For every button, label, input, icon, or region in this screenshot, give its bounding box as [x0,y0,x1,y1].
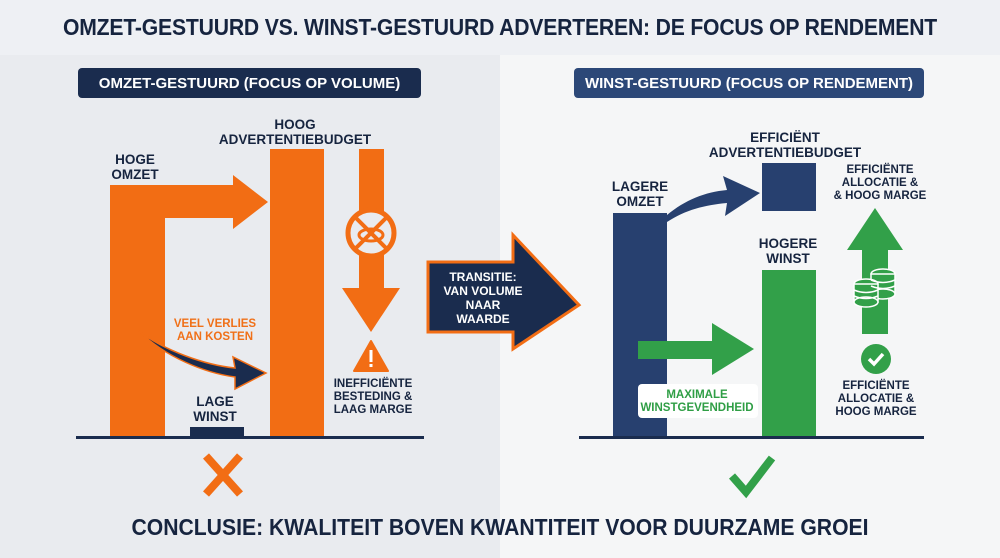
revenue-to-budget-curved-arrow-icon [667,176,760,222]
cross-icon [203,453,243,497]
warning-icon [353,340,389,372]
low-profit-bar [190,427,244,437]
left-panel-header: OMZET-GESTUURD (FOCUS OP VOLUME) [78,68,421,98]
check-icon [728,455,776,499]
max-profit-badge [638,384,758,418]
right-panel-header: WINST-GESTUURD (FOCUS OP RENDEMENT) [574,68,924,98]
conclusion-text: CONCLUSIE: KWALITEIT BOVEN KWANTITEIT VO… [131,514,869,540]
down-arrow-icon [342,288,400,332]
max-profitability-label: MAXIMALE WINSTGEVENDHEID [640,389,754,414]
high-revenue-bar [110,185,165,437]
efficient-allocation-top-label: EFFICIËNTE ALLOCATIE & & HOOG MARGE [833,164,927,202]
high-budget-bar [270,149,324,437]
higher-profit-bar [762,270,816,437]
left-baseline [76,436,424,439]
loss-curved-arrow-icon [138,330,268,391]
higher-profit-label: HOGERE WINST [758,236,818,266]
high-budget-label: HOOG ADVERTENTIEBUDGET [218,117,372,147]
left-panel-background [0,55,500,558]
revenue-to-budget-arrow-icon [165,175,268,229]
low-profit-label: LAGE WINST [193,394,237,424]
loss-costs-label: VEEL VERLIES AAN KOSTEN [173,318,257,343]
efficient-budget-label: EFFICIËNT ADVERTENTIEBUDGET [708,130,862,160]
efficient-budget-bar [762,163,816,211]
profit-arrow-icon [638,323,754,375]
right-baseline [579,436,924,439]
lower-revenue-label: LAGERE OMZET [611,179,669,209]
transition-arrow-icon [426,231,582,352]
right-panel-background [500,55,1000,558]
efficient-allocation-bottom-label: EFFICIËNTE ALLOCATIE & HOOG MARGE [835,380,917,418]
check-circle-icon [861,344,891,374]
coins-icon [853,268,896,308]
high-revenue-label: HOGE OMZET [111,152,159,182]
inefficient-spending-label: INEFFICIËNTE BESTEDING & LAAG MARGE [333,378,413,416]
page-title: OMZET-GESTUURD VS. WINST-GESTUURD ADVERT… [62,14,938,40]
transition-label: TRANSITIE: VAN VOLUME NAAR WAARDE [443,270,523,326]
no-money-icon [345,207,397,259]
